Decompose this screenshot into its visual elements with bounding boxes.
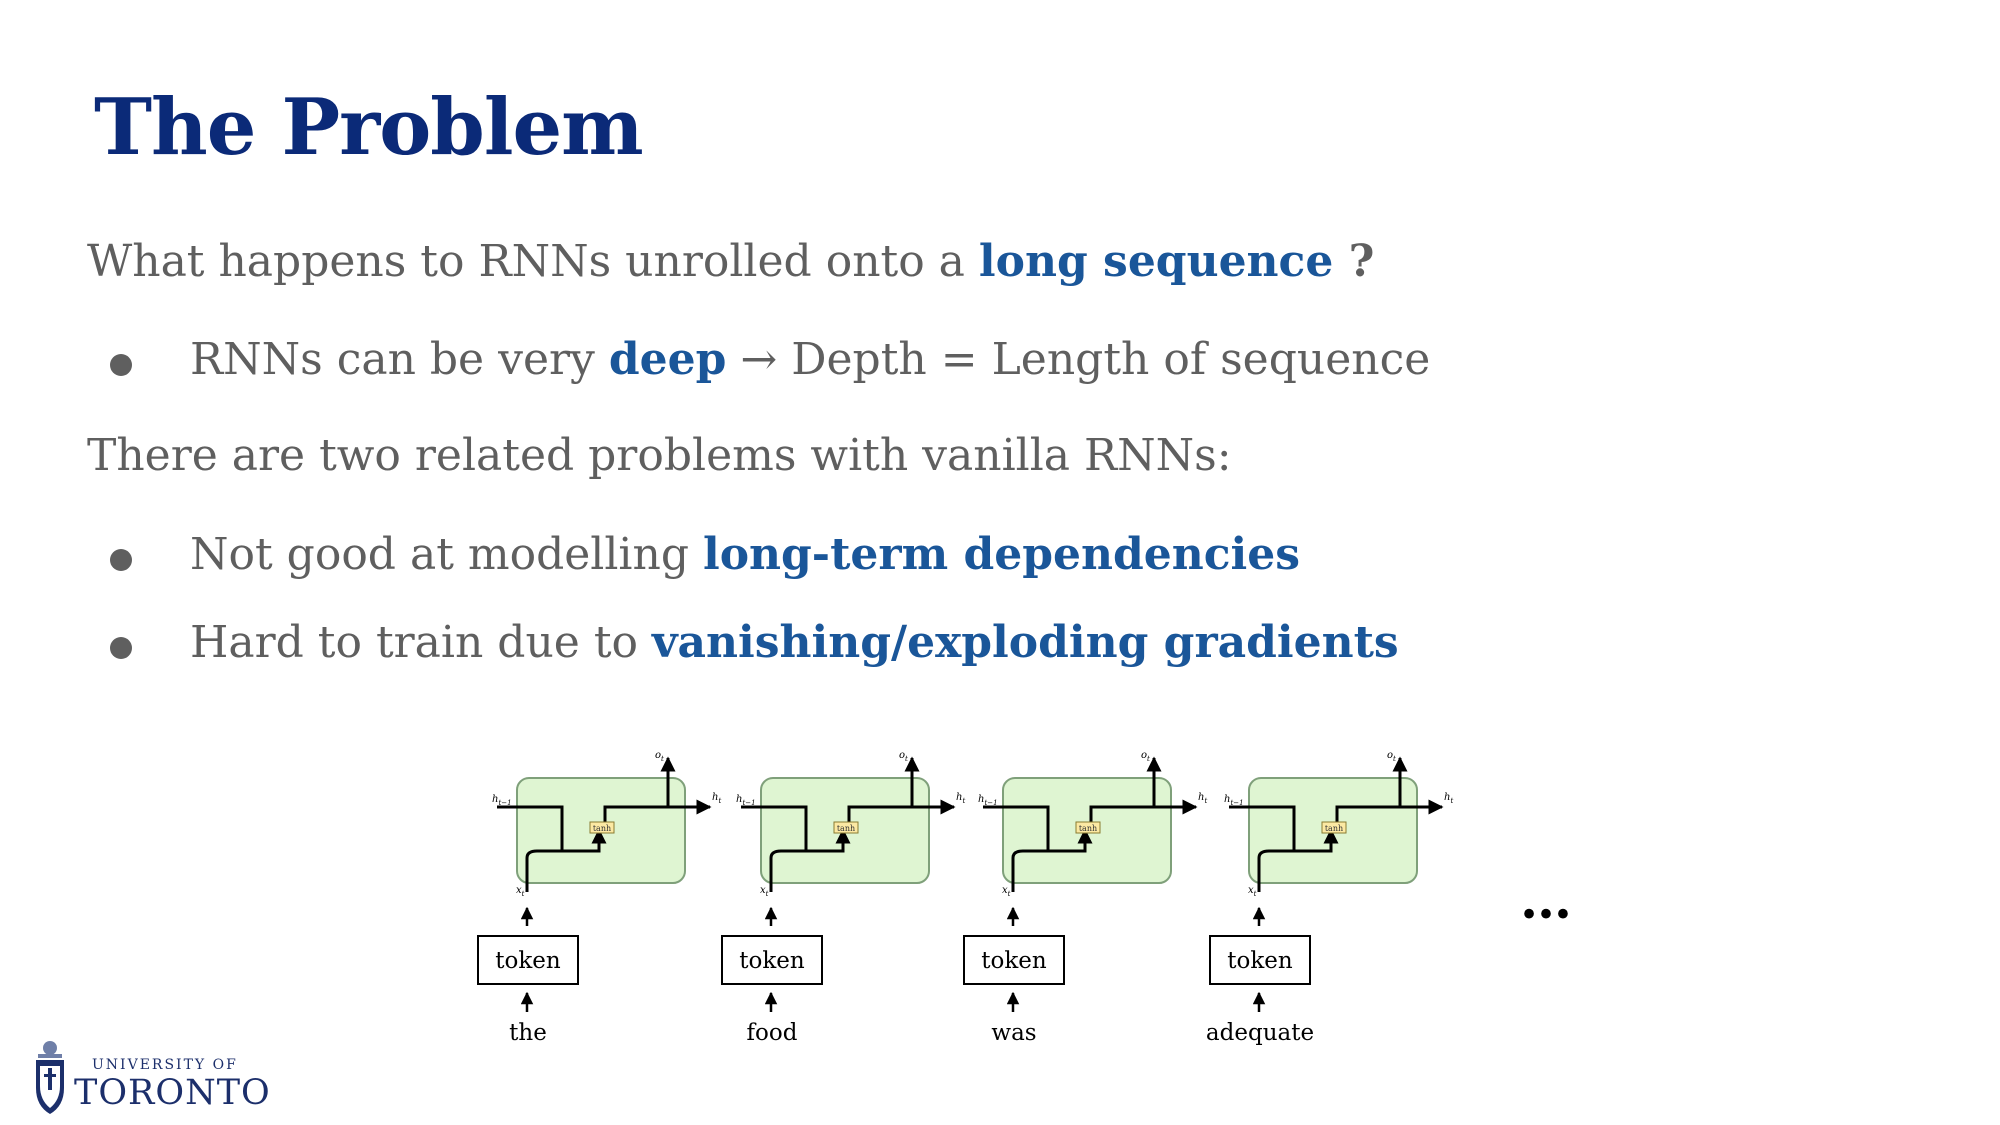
tanh-output-path	[1335, 805, 1400, 822]
logo-toronto: TORONTO	[74, 1073, 271, 1113]
rnn-cell: tanh ht−1 ht ot xt token the	[477, 750, 721, 1046]
ellipsis: …	[1520, 870, 1572, 931]
question-mark: ?	[1333, 236, 1375, 287]
bullet-depth-text: RNNs can be very	[190, 334, 609, 385]
input-word: adequate	[1206, 1020, 1314, 1046]
o-out-label: ot	[1141, 750, 1150, 763]
bullet-gradients-text: Hard to train due to	[190, 617, 652, 668]
bullet-dependencies-text: Not good at modelling	[190, 529, 703, 580]
h-prev-label: ht−1	[1224, 794, 1244, 807]
tanh-label: tanh	[1079, 824, 1097, 833]
bullet-depth-highlight: deep	[608, 334, 727, 385]
question-highlight: long sequence	[978, 236, 1334, 287]
tanh-box	[1075, 821, 1101, 834]
tanh-label: tanh	[593, 824, 611, 833]
h-prev-label: ht−1	[736, 794, 756, 807]
input-word: the	[509, 1020, 547, 1046]
token-box	[1209, 935, 1311, 985]
tanh-box	[1321, 821, 1347, 834]
token-label: token	[1227, 948, 1293, 974]
problems-intro: There are two related problems with vani…	[87, 430, 1232, 481]
bullet-dependencies-highlight: long-term dependencies	[702, 529, 1300, 580]
tanh-output-path	[603, 805, 668, 822]
bullet-depth: RNNs can be very deep → Depth = Length o…	[190, 334, 1430, 385]
bullet-depth-end: → Depth = Length of sequence	[726, 334, 1431, 385]
bullet-dot	[110, 637, 132, 659]
x-in-label: xt	[516, 885, 525, 898]
o-out-label: ot	[899, 750, 908, 763]
bullet-gradients-highlight: vanishing/exploding gradients	[651, 617, 1399, 668]
o-out-label: ot	[1387, 750, 1396, 763]
input-path	[769, 849, 841, 892]
input-word: food	[747, 1020, 798, 1046]
h-out-label: ht	[1444, 792, 1453, 805]
token-box	[721, 935, 823, 985]
tanh-output-path	[1089, 805, 1154, 822]
o-out-label: ot	[655, 750, 664, 763]
bullet-dot	[110, 549, 132, 571]
token-label: token	[981, 948, 1047, 974]
h-prev-label: ht−1	[978, 794, 998, 807]
input-word: was	[991, 1020, 1036, 1046]
input-path	[1011, 849, 1083, 892]
slide-title: The Problem	[94, 82, 644, 173]
rnn-cell: tanh ht−1 ht ot xt token adequate	[1206, 750, 1454, 1046]
h-out-label: ht	[712, 792, 721, 805]
x-in-label: xt	[1002, 885, 1011, 898]
question-text: What happens to RNNs unrolled onto a	[87, 236, 979, 287]
h-out-label: ht	[1198, 792, 1207, 805]
tanh-label: tanh	[1325, 824, 1343, 833]
logo-university-of: UNIVERSITY OF	[92, 1057, 238, 1073]
input-path	[1257, 849, 1329, 892]
h-out-label: ht	[956, 792, 965, 805]
bullet-dependencies: Not good at modelling long-term dependen…	[190, 529, 1300, 580]
token-box	[477, 935, 579, 985]
bullet-dot	[110, 354, 132, 376]
bullet-gradients: Hard to train due to vanishing/exploding…	[190, 617, 1399, 668]
x-in-label: xt	[1248, 885, 1257, 898]
x-in-label: xt	[760, 885, 769, 898]
h-prev-label: ht−1	[492, 794, 512, 807]
tanh-label: tanh	[837, 824, 855, 833]
tanh-box	[833, 821, 859, 834]
rnn-cell: tanh ht−1 ht ot xt token food	[721, 750, 965, 1046]
rnn-cell: tanh ht−1 ht ot xt token was	[963, 750, 1207, 1046]
tanh-box	[589, 821, 615, 834]
token-label: token	[739, 948, 805, 974]
tanh-output-path	[847, 805, 912, 822]
input-path	[525, 849, 597, 892]
token-box	[963, 935, 1065, 985]
token-label: token	[495, 948, 561, 974]
question-line: What happens to RNNs unrolled onto a lon…	[87, 236, 1374, 287]
university-crest-icon	[36, 1041, 64, 1114]
